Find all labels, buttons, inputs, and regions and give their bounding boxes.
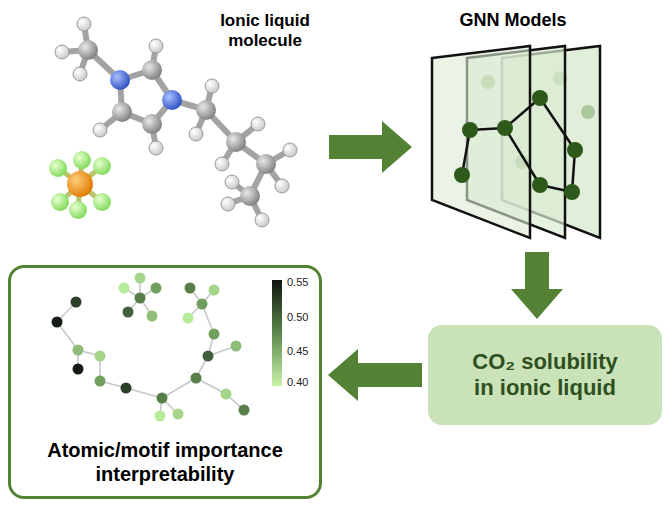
graph-node xyxy=(497,120,513,136)
atom-node xyxy=(71,297,82,308)
molecule-panel: Ionic liquid molecule xyxy=(5,5,323,237)
hydrogen-atom xyxy=(93,123,107,137)
flow-arrow xyxy=(329,121,412,173)
carbon-atom xyxy=(78,40,98,60)
node-title: CO₂ solubility in ionic liquid xyxy=(461,349,629,402)
hydrogen-atom xyxy=(77,17,91,31)
fluorine-atom xyxy=(93,157,111,175)
graph-node xyxy=(567,142,583,158)
node-title: Ionic liquid molecule xyxy=(210,11,320,52)
atom-node xyxy=(183,313,194,324)
gnn-layer xyxy=(432,46,530,238)
atom-node xyxy=(121,383,132,394)
graph-edge xyxy=(162,378,196,398)
flow-arrow xyxy=(328,349,422,401)
atom-node xyxy=(73,345,84,356)
hydrogen-atom xyxy=(73,67,87,81)
fluorine-atom xyxy=(93,193,111,211)
hydrogen-atom xyxy=(205,79,219,93)
hydrogen-atom xyxy=(251,117,265,131)
carbon-atom xyxy=(196,100,216,120)
graph-node xyxy=(532,90,548,106)
atom-node xyxy=(239,405,250,416)
carbon-atom xyxy=(226,132,246,152)
atom-node xyxy=(147,311,158,322)
carbon-atom xyxy=(240,186,260,206)
atom-node xyxy=(203,351,214,362)
node-title: GNN Models xyxy=(418,10,608,32)
carbon-atom xyxy=(142,114,162,134)
graph-node xyxy=(454,167,470,183)
graph-node xyxy=(564,184,580,200)
hydrogen-atom xyxy=(225,175,239,189)
hydrogen-atom xyxy=(149,39,163,53)
hydrogen-atom xyxy=(255,213,269,227)
atom-node xyxy=(209,285,220,296)
atom-node xyxy=(95,376,106,387)
atom-node xyxy=(209,329,220,340)
hydrogen-atom xyxy=(189,127,203,141)
hydrogen-atom xyxy=(275,179,289,193)
colorbar-tick-label: 0.50 xyxy=(287,311,308,323)
graph-edge xyxy=(126,388,162,398)
atom-node xyxy=(185,283,196,294)
atom-node xyxy=(95,351,106,362)
carbon-atom xyxy=(142,60,162,80)
atom-node xyxy=(157,393,168,404)
atom-node xyxy=(197,299,208,310)
atom-node xyxy=(119,283,130,294)
graph-edge xyxy=(540,98,575,150)
hydrogen-atom xyxy=(215,157,229,171)
faded-graph-node xyxy=(581,105,595,119)
flow-arrow xyxy=(511,252,563,319)
graph-edge xyxy=(505,128,540,185)
atom-node xyxy=(123,307,134,318)
hydrogen-atom xyxy=(221,197,235,211)
atom-node xyxy=(231,341,242,352)
hydrogen-atom xyxy=(55,45,69,59)
atom-node xyxy=(135,293,146,304)
atom-node xyxy=(135,273,146,284)
fluorine-atom xyxy=(49,159,67,177)
hydrogen-atom xyxy=(149,141,163,155)
atom-node xyxy=(52,317,63,328)
colorbar-tick-label: 0.55 xyxy=(287,276,308,288)
nitrogen-atom xyxy=(162,90,182,110)
colorbar-tick-label: 0.40 xyxy=(287,376,308,388)
atom-node xyxy=(73,364,84,375)
colorbar-tick-label: 0.45 xyxy=(287,345,308,357)
nitrogen-atom xyxy=(110,70,130,90)
interpretation-panel: Atomic/motif importance interpretability xyxy=(8,265,322,499)
result-box: CO₂ solubility in ionic liquid xyxy=(428,325,662,425)
atom-node xyxy=(151,283,162,294)
graph-node xyxy=(462,122,478,138)
phosphorus-atom xyxy=(67,171,93,197)
atom-node xyxy=(191,373,202,384)
atom-node xyxy=(155,411,166,422)
atom-node xyxy=(221,389,232,400)
carbon-atom xyxy=(112,102,132,122)
node-title: Atomic/motif importance interpretability xyxy=(15,438,315,486)
atom-node xyxy=(173,409,184,420)
hydrogen-atom xyxy=(283,143,297,157)
fluorine-atom xyxy=(51,193,69,211)
graph-node xyxy=(532,177,548,193)
fluorine-atom xyxy=(73,151,91,169)
carbon-atom xyxy=(256,154,276,174)
model-panel: GNN Models xyxy=(418,6,608,246)
colorbar xyxy=(272,280,282,386)
fluorine-atom xyxy=(69,201,87,219)
